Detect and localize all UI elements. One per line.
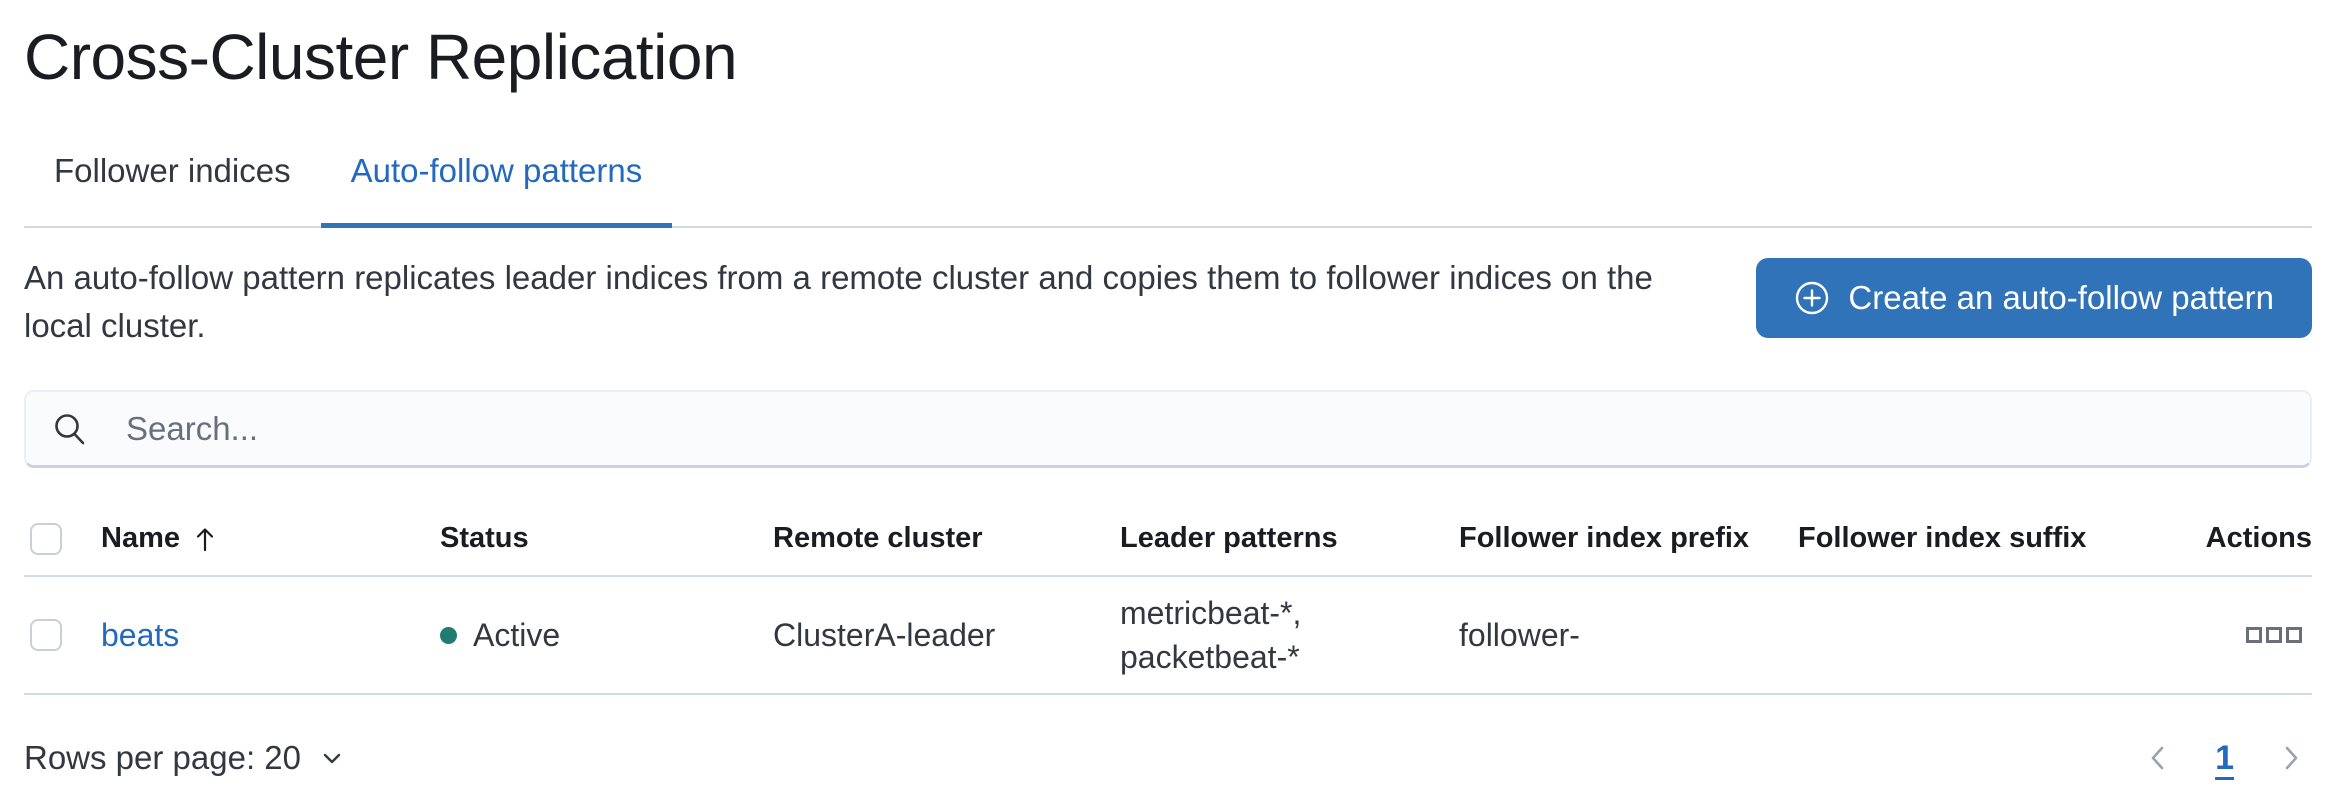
status-label: Active xyxy=(473,616,561,653)
pagination: 1 xyxy=(2137,737,2312,779)
create-button-label: Create an auto-follow pattern xyxy=(1848,279,2274,317)
column-header-status: Status xyxy=(440,522,529,555)
row-actions-button[interactable] xyxy=(2236,617,2312,653)
status-badge: Active xyxy=(440,617,749,654)
boxes-horizontal-icon xyxy=(2244,625,2304,645)
auto-follow-patterns-table: Name Status Remote cluster Leader patter… xyxy=(24,496,2312,779)
column-header-follower-index-prefix: Follower index prefix xyxy=(1459,522,1750,555)
pattern-name-link[interactable]: beats xyxy=(101,616,180,653)
follower-index-prefix-value: follower- xyxy=(1459,616,1580,653)
column-header-name-label: Name xyxy=(101,522,180,555)
column-header-leader-patterns: Leader patterns xyxy=(1120,522,1338,555)
tab-follower-indices[interactable]: Follower indices xyxy=(24,151,321,228)
cross-cluster-replication-page: Cross-Cluster Replication Follower indic… xyxy=(0,16,2336,779)
search-bar xyxy=(24,390,2312,469)
next-page-button[interactable] xyxy=(2270,737,2312,779)
page-title: Cross-Cluster Replication xyxy=(24,21,738,93)
column-header-actions: Actions xyxy=(2205,522,2312,555)
auto-follow-description: An auto-follow pattern replicates leader… xyxy=(24,259,1653,345)
table-row: beats Active ClusterA-leader metricbeat-… xyxy=(24,577,2312,696)
page-1-button[interactable]: 1 xyxy=(2209,739,2240,778)
table-header-row: Name Status Remote cluster Leader patter… xyxy=(24,496,2312,578)
create-auto-follow-pattern-button[interactable]: Create an auto-follow pattern xyxy=(1756,258,2312,339)
plus-in-circle-icon xyxy=(1794,280,1830,316)
tab-auto-follow-patterns[interactable]: Auto-follow patterns xyxy=(320,151,673,229)
rows-per-page-button[interactable]: Rows per page: 20 xyxy=(24,739,347,777)
column-header-name[interactable]: Name xyxy=(101,522,218,555)
previous-page-button[interactable] xyxy=(2137,737,2179,779)
intro-section: An auto-follow pattern replicates leader… xyxy=(24,254,2312,350)
status-active-dot-icon xyxy=(440,626,457,644)
chevron-right-icon xyxy=(2274,741,2308,775)
select-all-checkbox[interactable] xyxy=(30,522,62,555)
sort-ascending-arrow-icon xyxy=(192,525,218,553)
rows-per-page-label: Rows per page: 20 xyxy=(24,739,302,777)
column-header-follower-index-suffix: Follower index suffix xyxy=(1798,522,2087,555)
row-checkbox[interactable] xyxy=(30,619,62,652)
remote-cluster-value: ClusterA-leader xyxy=(773,616,996,653)
tabs-bar: Follower indices Auto-follow patterns xyxy=(24,151,2312,229)
column-header-remote-cluster: Remote cluster xyxy=(773,522,983,555)
search-input[interactable] xyxy=(24,390,2312,469)
chevron-down-icon xyxy=(317,743,347,773)
chevron-left-icon xyxy=(2141,741,2175,775)
leader-patterns-value: metricbeat-*, packetbeat-* xyxy=(1120,595,1302,676)
table-footer: Rows per page: 20 1 xyxy=(24,737,2312,779)
